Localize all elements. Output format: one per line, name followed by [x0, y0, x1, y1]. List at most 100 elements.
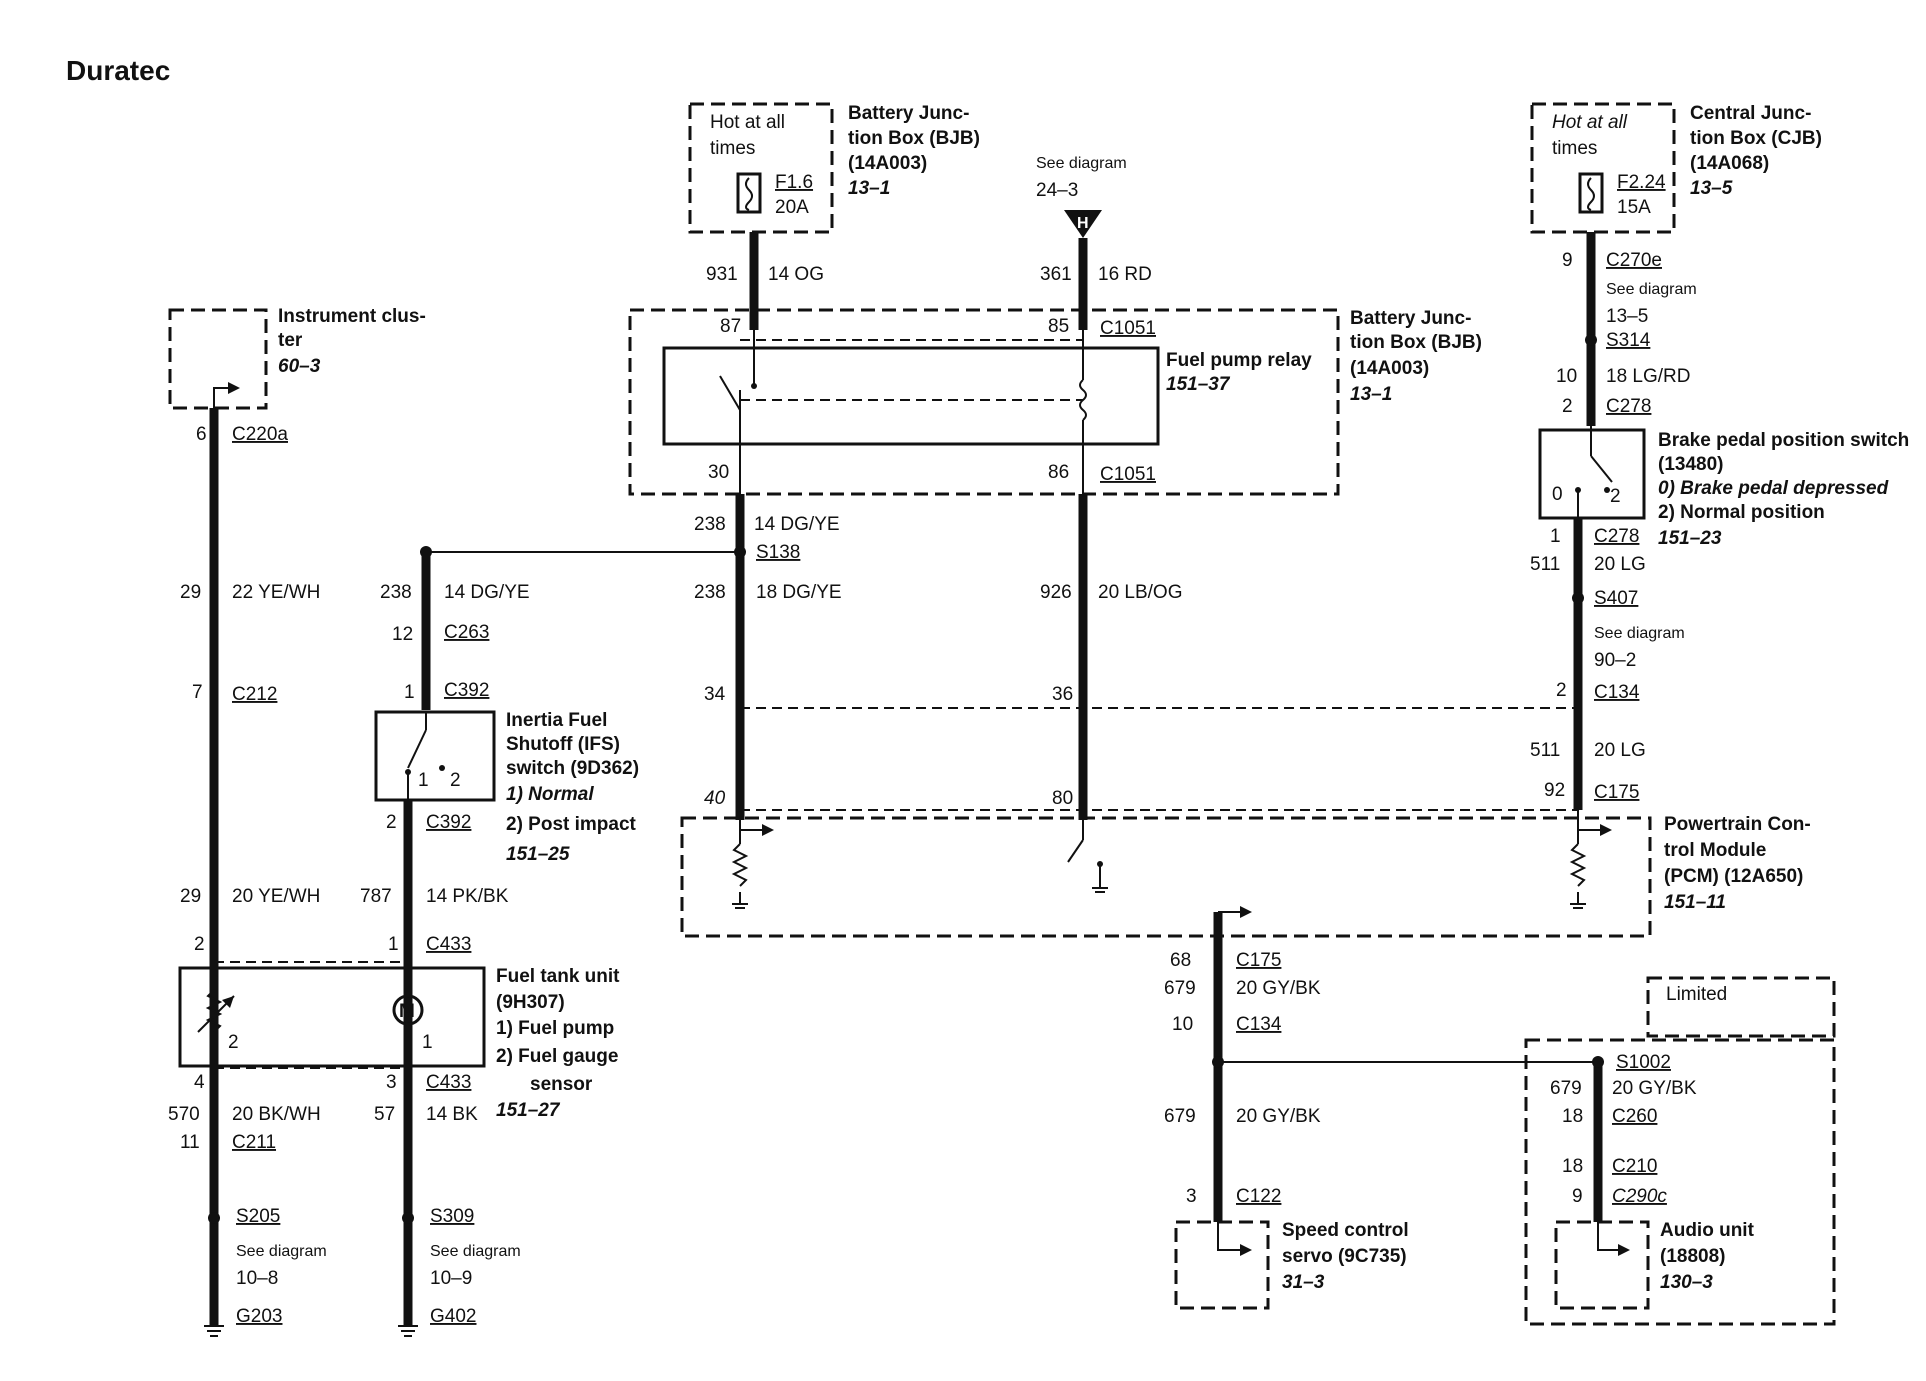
- wire-787-color: 14 PK/BK: [426, 886, 509, 907]
- servo-name-line1: Speed control: [1282, 1220, 1409, 1241]
- connector-c212: C212: [232, 684, 277, 705]
- wire-511a-color: 20 LG: [1594, 554, 1646, 575]
- connector-c1051-top: C1051: [1100, 318, 1156, 339]
- connector-c270e: C270e: [1606, 250, 1662, 271]
- c211-pin11: 11: [180, 1132, 200, 1153]
- fuse-id: F1.6: [775, 172, 813, 193]
- wire-679a-color: 20 GY/BK: [1236, 978, 1321, 999]
- brake-switch-ref: 151–23: [1658, 528, 1722, 549]
- splice-s205: S205: [236, 1206, 280, 1227]
- wire-679c: 679: [1550, 1078, 1582, 1099]
- ifs-pos2: 2: [450, 770, 461, 791]
- pcm-pin34: 34: [704, 684, 726, 705]
- connector-c1051-bottom: C1051: [1100, 464, 1156, 485]
- ref-90-2: 90–2: [1594, 650, 1636, 671]
- pin-87: 87: [720, 316, 741, 337]
- c290c-pin: 9: [1572, 1186, 1583, 1207]
- bjb2-part: (14A003): [1350, 358, 1429, 379]
- connector-c278: C278: [1606, 396, 1651, 417]
- bjb-part: (14A003): [848, 153, 927, 174]
- pcm-name-line3: (PCM) (12A650): [1664, 866, 1803, 887]
- wire-238c: 238: [380, 582, 412, 603]
- wire-29a: 29: [180, 582, 201, 603]
- wire-511b: 511: [1530, 740, 1560, 761]
- pcm-name-line2: trol Module: [1664, 840, 1766, 861]
- cluster-ref: 60–3: [278, 356, 321, 377]
- wire-570-color: 20 BK/WH: [232, 1104, 321, 1125]
- wire-238b-color: 18 DG/YE: [756, 582, 842, 603]
- brake-pos2: 2: [1610, 486, 1621, 507]
- wire-57: 57: [374, 1104, 395, 1125]
- ref-10-8: 10–8: [236, 1268, 278, 1289]
- wire-238a-color: 14 DG/YE: [754, 514, 840, 535]
- connector-c134: C134: [1594, 682, 1640, 703]
- pcm-pin80: 80: [1052, 788, 1073, 809]
- wire-238b: 238: [694, 582, 726, 603]
- bjb-ref: 13–1: [848, 178, 890, 199]
- relay-name: Fuel pump relay: [1166, 350, 1312, 371]
- audio-name-line1: Audio unit: [1660, 1220, 1755, 1241]
- cjb-fuse-id: F2.24: [1617, 172, 1666, 193]
- connector-c210: C210: [1612, 1156, 1657, 1177]
- wire-10-color: 18 LG/RD: [1606, 366, 1690, 387]
- bjb-fuse-box: Hot at all times F1.6 20A Battery Junc- …: [688, 102, 980, 234]
- ifs-switch: 1 2 Inertia Fuel Shutoff (IFS) switch (9…: [374, 710, 639, 865]
- see-diagram-s309: See diagram: [430, 1243, 521, 1260]
- c260-pin: 18: [1562, 1106, 1583, 1127]
- cjb-hot-line2: times: [1552, 138, 1597, 159]
- ground-g203: G203: [236, 1306, 282, 1327]
- fuel-tank-pin1: 1: [422, 1032, 433, 1053]
- c212-pin: 7: [192, 682, 203, 703]
- wire-679c-color: 20 GY/BK: [1612, 1078, 1697, 1099]
- pcm-name-line1: Powertrain Con-: [1664, 814, 1811, 835]
- c134-pin2: 2: [1556, 680, 1567, 701]
- wire-29b-color: 20 YE/WH: [232, 886, 320, 907]
- splice-s309: S309: [430, 1206, 474, 1227]
- connector-c220a: C220a: [232, 424, 288, 445]
- connector-c134-b: C134: [1236, 1014, 1282, 1035]
- page-title: Duratec: [66, 55, 170, 86]
- connector-c278-bottom: C278: [1594, 526, 1639, 547]
- splice-s138: S138: [756, 542, 800, 563]
- ifs-state2: 2) Post impact: [506, 814, 637, 835]
- cjb-name-line2: tion Box (CJB): [1690, 128, 1822, 149]
- wire-787: 787: [360, 886, 392, 907]
- c278-pin2: 2: [1562, 396, 1573, 417]
- brake-pedal-switch: 0 2 Brake pedal position switch (13480) …: [1538, 426, 1909, 549]
- brake-pos0: 0: [1552, 484, 1563, 505]
- pin-30: 30: [708, 462, 729, 483]
- see-diagram-s314: See diagram: [1606, 281, 1697, 298]
- cluster-name-line2: ter: [278, 330, 303, 351]
- wire-926-color: 20 LB/OG: [1098, 582, 1183, 603]
- wire-361: 361: [1040, 264, 1072, 285]
- fuse-icon: [1578, 172, 1604, 214]
- ground-g402: G402: [430, 1306, 476, 1327]
- fuel-tank-item1: 1) Fuel pump: [496, 1018, 614, 1039]
- cjb-fuse-box: Hot at all times F2.24 15A Central Junc-…: [1530, 102, 1822, 234]
- wire-926: 926: [1040, 582, 1072, 603]
- wire-238a: 238: [694, 514, 726, 535]
- wire-238c-color: 14 DG/YE: [444, 582, 530, 603]
- wire-29b: 29: [180, 886, 201, 907]
- bjb-relay-box: Fuel pump relay 151–37 Battery Junc- tio…: [628, 308, 1482, 496]
- connector-c392: C392: [444, 680, 489, 701]
- connector-c175: C175: [1594, 782, 1639, 803]
- bjb-name-line2: tion Box (BJB): [848, 128, 980, 149]
- wire-57-color: 14 BK: [426, 1104, 478, 1125]
- connector-c433b: C433: [426, 1072, 471, 1093]
- wire-679a: 679: [1164, 978, 1196, 999]
- fuel-tank-item2a: 2) Fuel gauge: [496, 1046, 618, 1067]
- c220a-pin: 6: [196, 424, 207, 445]
- c278-pin1: 1: [1550, 526, 1561, 547]
- connector-c392-bottom: C392: [426, 812, 471, 833]
- connector-c211: C211: [232, 1132, 276, 1153]
- c392-pin2: 2: [386, 812, 397, 833]
- wire-29a-color: 22 YE/WH: [232, 582, 320, 603]
- brake-state0: 0) Brake pedal depressed: [1658, 478, 1889, 499]
- ifs-name-line2: Shutoff (IFS): [506, 734, 620, 755]
- pcm-pin36: 36: [1052, 684, 1073, 705]
- connector-c122: C122: [1236, 1186, 1281, 1207]
- wire-570: 570: [168, 1104, 200, 1125]
- ifs-name-line3: switch (9D362): [506, 758, 639, 779]
- speed-servo: Speed control servo (9C735) 31–3: [1174, 1220, 1409, 1310]
